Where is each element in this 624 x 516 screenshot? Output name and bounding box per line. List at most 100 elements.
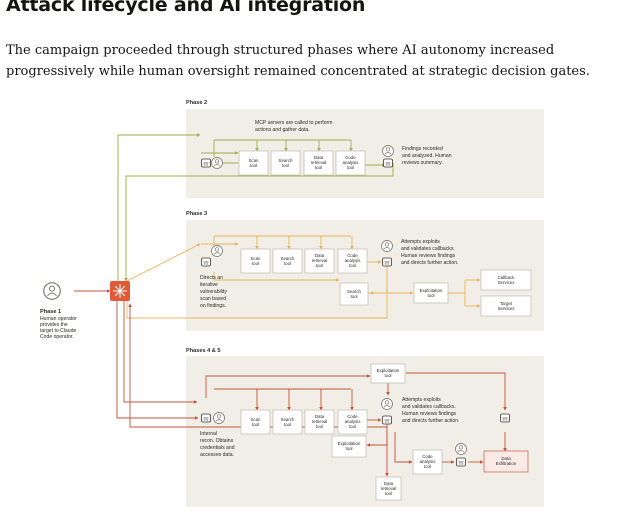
svg-text:tool: tool (315, 165, 322, 170)
phase1-label: Phase 1 (40, 309, 61, 315)
svg-text:tool: tool (350, 294, 357, 299)
svg-text:tool: tool (252, 422, 259, 427)
phase3-scan-tool: Scan tool (240, 248, 271, 274)
svg-text:tool: tool (345, 446, 352, 451)
phase3-exploitation-tool: Exploitation tool (413, 282, 449, 304)
svg-text:Code: Code (422, 454, 433, 459)
svg-text:reviews summary.: reviews summary. (402, 160, 443, 166)
phase45-data-retrieval-tool: Data retrieval tool (304, 409, 335, 435)
phase3-results-server-icon (382, 257, 392, 267)
phase45-scan-tool: Scan tool (240, 409, 271, 435)
phase45-server-icon (201, 413, 211, 423)
svg-text:and directs further action.: and directs further action. (402, 418, 459, 424)
svg-text:Search: Search (347, 289, 361, 294)
data-retrieval-tool-bottom: Data retrieval tool (375, 476, 402, 501)
phase3-reviewer-icon (381, 240, 393, 252)
exfil-server-icon (456, 457, 466, 467)
svg-text:actions and gather data.: actions and gather data. (255, 127, 310, 133)
svg-text:Exploitation: Exploitation (377, 368, 400, 373)
human-operator-icon (43, 282, 61, 300)
phase45-search-tool: Search tool (272, 409, 303, 435)
phase3-data-retrieval-tool: Data retrieval tool (304, 248, 335, 274)
svg-text:and directs further action.: and directs further action. (401, 260, 458, 266)
svg-text:Human reviews findings: Human reviews findings (401, 253, 456, 259)
svg-text:Code: Code (347, 253, 358, 258)
svg-text:and validates callbacks.: and validates callbacks. (402, 404, 456, 410)
svg-text:Search: Search (281, 417, 295, 422)
svg-text:tool: tool (316, 263, 323, 268)
svg-text:tool: tool (250, 163, 257, 168)
svg-text:Data: Data (384, 481, 394, 486)
svg-text:Code operator.: Code operator. (40, 334, 74, 340)
intro-line-2: progressively while human oversight rema… (6, 64, 590, 79)
phase45-code-analysis-tool-2: Code analysis tool (412, 449, 443, 475)
svg-text:tool: tool (284, 261, 291, 266)
exfil-reviewer-icon (455, 443, 467, 455)
svg-text:retrieval: retrieval (312, 419, 328, 424)
svg-text:Findings recorded: Findings recorded (402, 146, 443, 152)
svg-text:tool: tool (282, 163, 289, 168)
svg-text:Data: Data (315, 253, 325, 258)
data-exfiltration: Data Exfiltration (483, 450, 529, 473)
phase45-agent-icon (213, 412, 225, 424)
phase2-label: Phase 2 (186, 100, 207, 106)
svg-text:Callback: Callback (498, 275, 516, 280)
svg-text:retrieval: retrieval (311, 160, 327, 165)
svg-text:Exfiltration: Exfiltration (496, 461, 517, 466)
target-services: Target Services (480, 295, 532, 317)
svg-text:Data: Data (314, 155, 324, 160)
svg-text:analysis: analysis (420, 459, 437, 464)
svg-text:Attempts exploits: Attempts exploits (401, 239, 440, 245)
phase2-search-tool: Search tool (270, 150, 301, 176)
intro-paragraph: The campaign proceeded through structure… (6, 40, 618, 82)
phase2-scan-tool: Scan tool (238, 150, 269, 176)
exploitation-tool-top: Exploitation tool (370, 363, 406, 384)
svg-text:iterative: iterative (200, 282, 218, 288)
svg-text:Services: Services (498, 280, 516, 285)
svg-text:Human reviews findings: Human reviews findings (402, 411, 457, 417)
svg-text:credentials and: credentials and (200, 445, 235, 451)
phase3-label: Phase 3 (186, 211, 207, 217)
svg-text:Exploitation: Exploitation (338, 441, 361, 446)
svg-text:and validates callbacks.: and validates callbacks. (401, 246, 455, 252)
phase45-results-server-icon (382, 415, 392, 425)
svg-text:on findings.: on findings. (200, 303, 226, 309)
svg-text:tool: tool (384, 373, 391, 378)
svg-text:analysis: analysis (343, 160, 360, 165)
callback-services: Callback Services (480, 269, 532, 291)
svg-text:tool: tool (284, 422, 291, 427)
svg-text:tool: tool (385, 491, 392, 496)
svg-text:tool: tool (252, 261, 259, 266)
svg-text:accesses data.: accesses data. (200, 452, 234, 458)
svg-text:tool: tool (424, 464, 431, 469)
svg-text:analysis: analysis (345, 419, 362, 424)
svg-text:analysis: analysis (345, 258, 362, 263)
svg-text:vulnerability: vulnerability (200, 289, 227, 295)
intro-line-1: The campaign proceeded through structure… (6, 43, 555, 58)
phase3-search-tool-2: Search tool (339, 282, 369, 306)
svg-text:Internal: Internal (200, 431, 217, 437)
phase2-server-icon (201, 158, 211, 168)
svg-text:Scan: Scan (250, 417, 261, 422)
svg-text:retrieval: retrieval (312, 258, 328, 263)
phase2-reviewer-icon (382, 145, 394, 157)
svg-text:target to Claude: target to Claude (40, 328, 76, 334)
svg-text:Code: Code (347, 414, 358, 419)
svg-text:Search: Search (281, 256, 295, 261)
svg-text:Attempts exploits: Attempts exploits (402, 397, 441, 403)
exfil-callback-server-icon (500, 413, 510, 423)
svg-text:Search: Search (279, 158, 293, 163)
phase2-data-retrieval-tool: Data retrieval tool (303, 150, 334, 176)
svg-text:Exploitation: Exploitation (420, 288, 443, 293)
svg-text:tool: tool (349, 424, 356, 429)
phase3-server-icon (201, 257, 211, 267)
page-title: Attack lifecycle and AI integration (6, 0, 366, 16)
svg-text:provides the: provides the (40, 322, 68, 328)
claude-code-hub (110, 281, 130, 301)
svg-text:Data: Data (315, 414, 325, 419)
phase2-agent-icon (211, 157, 223, 169)
exploitation-tool-mid: Exploitation tool (331, 435, 367, 458)
svg-text:Data: Data (501, 456, 511, 461)
svg-text:Target: Target (500, 301, 513, 306)
